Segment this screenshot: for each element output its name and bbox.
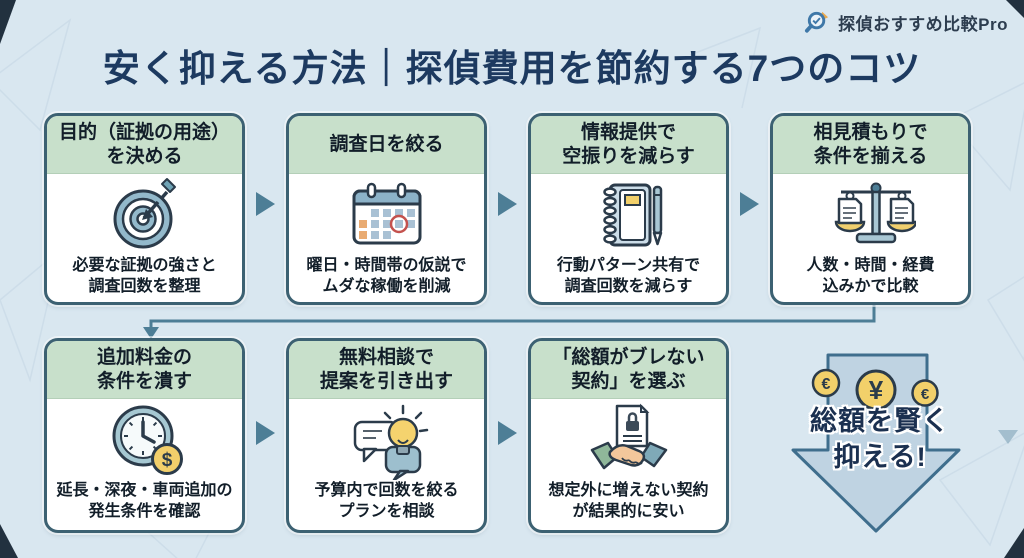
card-5-description: 延長・深夜・車両追加の 発生条件を確認 bbox=[56, 482, 233, 520]
chat-idea-icon bbox=[289, 399, 484, 481]
card-4-description: 人数・時間・経費 込みかで比較 bbox=[806, 257, 935, 295]
card-step-2: 調査日を絞る 曜日・時間帯の仮説で ムダな稼働を削減 bbox=[286, 113, 487, 305]
card-2-title: 調査日を絞る bbox=[289, 116, 484, 174]
card-3-description: 行動パターン共有で 調査回数を減らす bbox=[556, 257, 701, 295]
card-7-title: 「総額がブレない 契約」を選ぶ bbox=[531, 341, 726, 399]
card-3-title: 情報提供で 空振りを減らす bbox=[531, 116, 726, 174]
target-icon bbox=[47, 174, 242, 256]
magnifier-icon bbox=[805, 11, 829, 33]
notebook-pen-icon bbox=[531, 174, 726, 256]
card-6-description: 予算内で回数を絞る プランを相談 bbox=[314, 482, 459, 520]
coins: € ¥ € bbox=[811, 368, 939, 411]
card-4-title: 相見積もりで 条件を揃える bbox=[773, 116, 968, 174]
big-down-arrow: € ¥ € bbox=[791, 353, 961, 533]
dollar-glyph: $ bbox=[161, 450, 172, 471]
flow-arrow-right-2 bbox=[498, 192, 517, 216]
small-triangle-accent bbox=[998, 430, 1018, 444]
site-logo-label: 探偵おすすめ比較Pro bbox=[838, 15, 1008, 34]
card-2-description: 曜日・時間帯の仮説で ムダな稼働を削減 bbox=[306, 257, 467, 295]
card-5-title: 追加料金の 条件を潰す bbox=[47, 341, 242, 399]
card-7-description: 想定外に増えない契約 が結果的に安い bbox=[548, 482, 709, 520]
card-step-3: 情報提供で 空振りを減らす 行動パターン共有で 調査回数を減らす bbox=[528, 113, 729, 305]
result-caption: 総額を賢く 抑える! bbox=[810, 406, 950, 472]
flow-arrow-right-1 bbox=[256, 192, 275, 216]
card-step-1: 目的（証拠の用途） を決める 必要な証拠の強さと 調査回数を整理 bbox=[44, 113, 245, 305]
euro-coin-left bbox=[811, 368, 841, 398]
contract-handshake-icon bbox=[531, 399, 726, 481]
flow-arrow-right-3 bbox=[740, 192, 759, 216]
calendar-icon bbox=[289, 174, 484, 256]
balance-scale-icon bbox=[773, 174, 968, 256]
euro-glyph-right: € bbox=[921, 386, 930, 403]
yen-coin bbox=[855, 369, 897, 411]
site-logo: 探偵おすすめ比較Pro bbox=[804, 9, 1008, 36]
flow-arrow-right-4 bbox=[256, 421, 275, 445]
flow-arrow-right-5 bbox=[498, 421, 517, 445]
card-step-4: 相見積もりで 条件を揃える 人数・時間・経費 込みかで比較 bbox=[770, 113, 971, 305]
yen-glyph: ¥ bbox=[869, 375, 884, 405]
card-1-title: 目的（証拠の用途） を決める bbox=[47, 116, 242, 174]
card-step-7: 「総額がブレない 契約」を選ぶ 想定外に増えない契約 が結果的に安い bbox=[528, 338, 729, 533]
card-step-5: 追加料金の 条件を潰す $ 延長・深夜・車両追加の 発生条件を確認 bbox=[44, 338, 245, 533]
card-6-title: 無料相談で 提案を引き出す bbox=[289, 341, 484, 399]
card-step-6: 無料相談で 提案を引き出す bbox=[286, 338, 487, 533]
page-title: 安く抑える方法｜探偵費用を節約する7つのコツ bbox=[102, 48, 922, 89]
euro-coin-right bbox=[911, 379, 939, 407]
card-1-description: 必要な証拠の強さと 調査回数を整理 bbox=[72, 257, 217, 295]
clock-dollar-icon: $ bbox=[47, 399, 242, 481]
euro-glyph-left: € bbox=[822, 376, 831, 393]
